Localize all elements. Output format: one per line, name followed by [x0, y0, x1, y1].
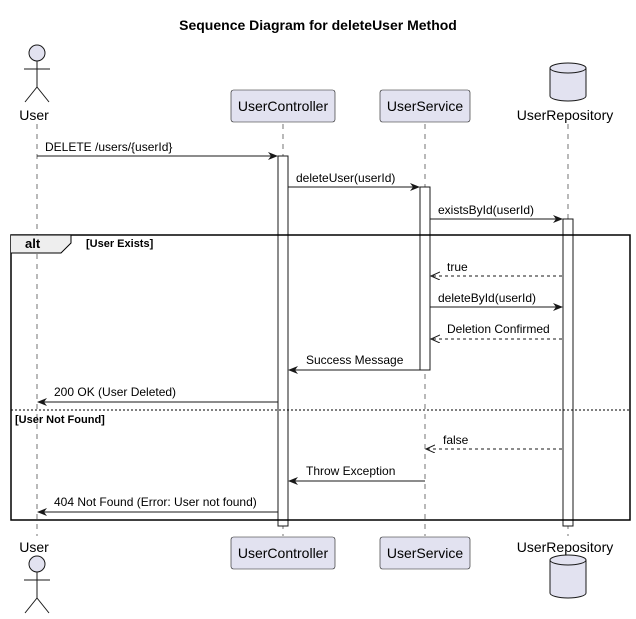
alt-guard-user-exists: [User Exists]: [86, 238, 154, 250]
database-repository-bottom-icon: [549, 554, 587, 599]
alt-guard-user-not-found: [User Not Found]: [15, 414, 105, 426]
database-repository-top-icon: [549, 62, 587, 102]
participant-controller-bottom-label: UserController: [238, 545, 329, 561]
message-m2: deleteUser(userId): [296, 171, 395, 185]
user-actor-bottom: [24, 555, 50, 614]
participant-service-top: UserService: [379, 89, 471, 123]
activation-controller: [277, 155, 289, 527]
activation-service: [419, 186, 431, 371]
alt-fragment-tab: [11, 234, 72, 254]
message-m8: 200 OK (User Deleted): [54, 385, 176, 399]
user-actor-top: [24, 44, 50, 103]
message-m9: false: [443, 433, 469, 447]
participant-user-top-label: User: [19, 107, 49, 123]
message-m10: Throw Exception: [306, 464, 395, 478]
participant-repository-bottom-label: UserRepository: [517, 539, 613, 555]
participant-controller-bottom: UserController: [230, 536, 336, 570]
message-m11: 404 Not Found (Error: User not found): [54, 495, 257, 509]
participant-service-bottom-label: UserService: [387, 545, 463, 561]
message-m4: true: [447, 260, 468, 274]
participant-user-bottom-label: User: [19, 539, 49, 555]
message-m6: Deletion Confirmed: [447, 322, 550, 336]
participant-service-bottom: UserService: [379, 536, 471, 570]
message-m3: existsById(userId): [438, 203, 534, 217]
diagram-title: Sequence Diagram for deleteUser Method: [179, 17, 457, 33]
message-m7: Success Message: [306, 353, 404, 367]
participant-service-top-label: UserService: [387, 98, 463, 114]
message-m5: deleteById(userId): [438, 291, 536, 305]
activation-repository: [562, 218, 574, 527]
participant-controller-top: UserController: [230, 89, 336, 123]
alt-fragment: [10, 234, 631, 521]
participant-repository-top-label: UserRepository: [517, 107, 613, 123]
message-m1: DELETE /users/{userId}: [45, 140, 172, 154]
alt-keyword: alt: [25, 236, 41, 251]
participant-controller-top-label: UserController: [238, 98, 329, 114]
